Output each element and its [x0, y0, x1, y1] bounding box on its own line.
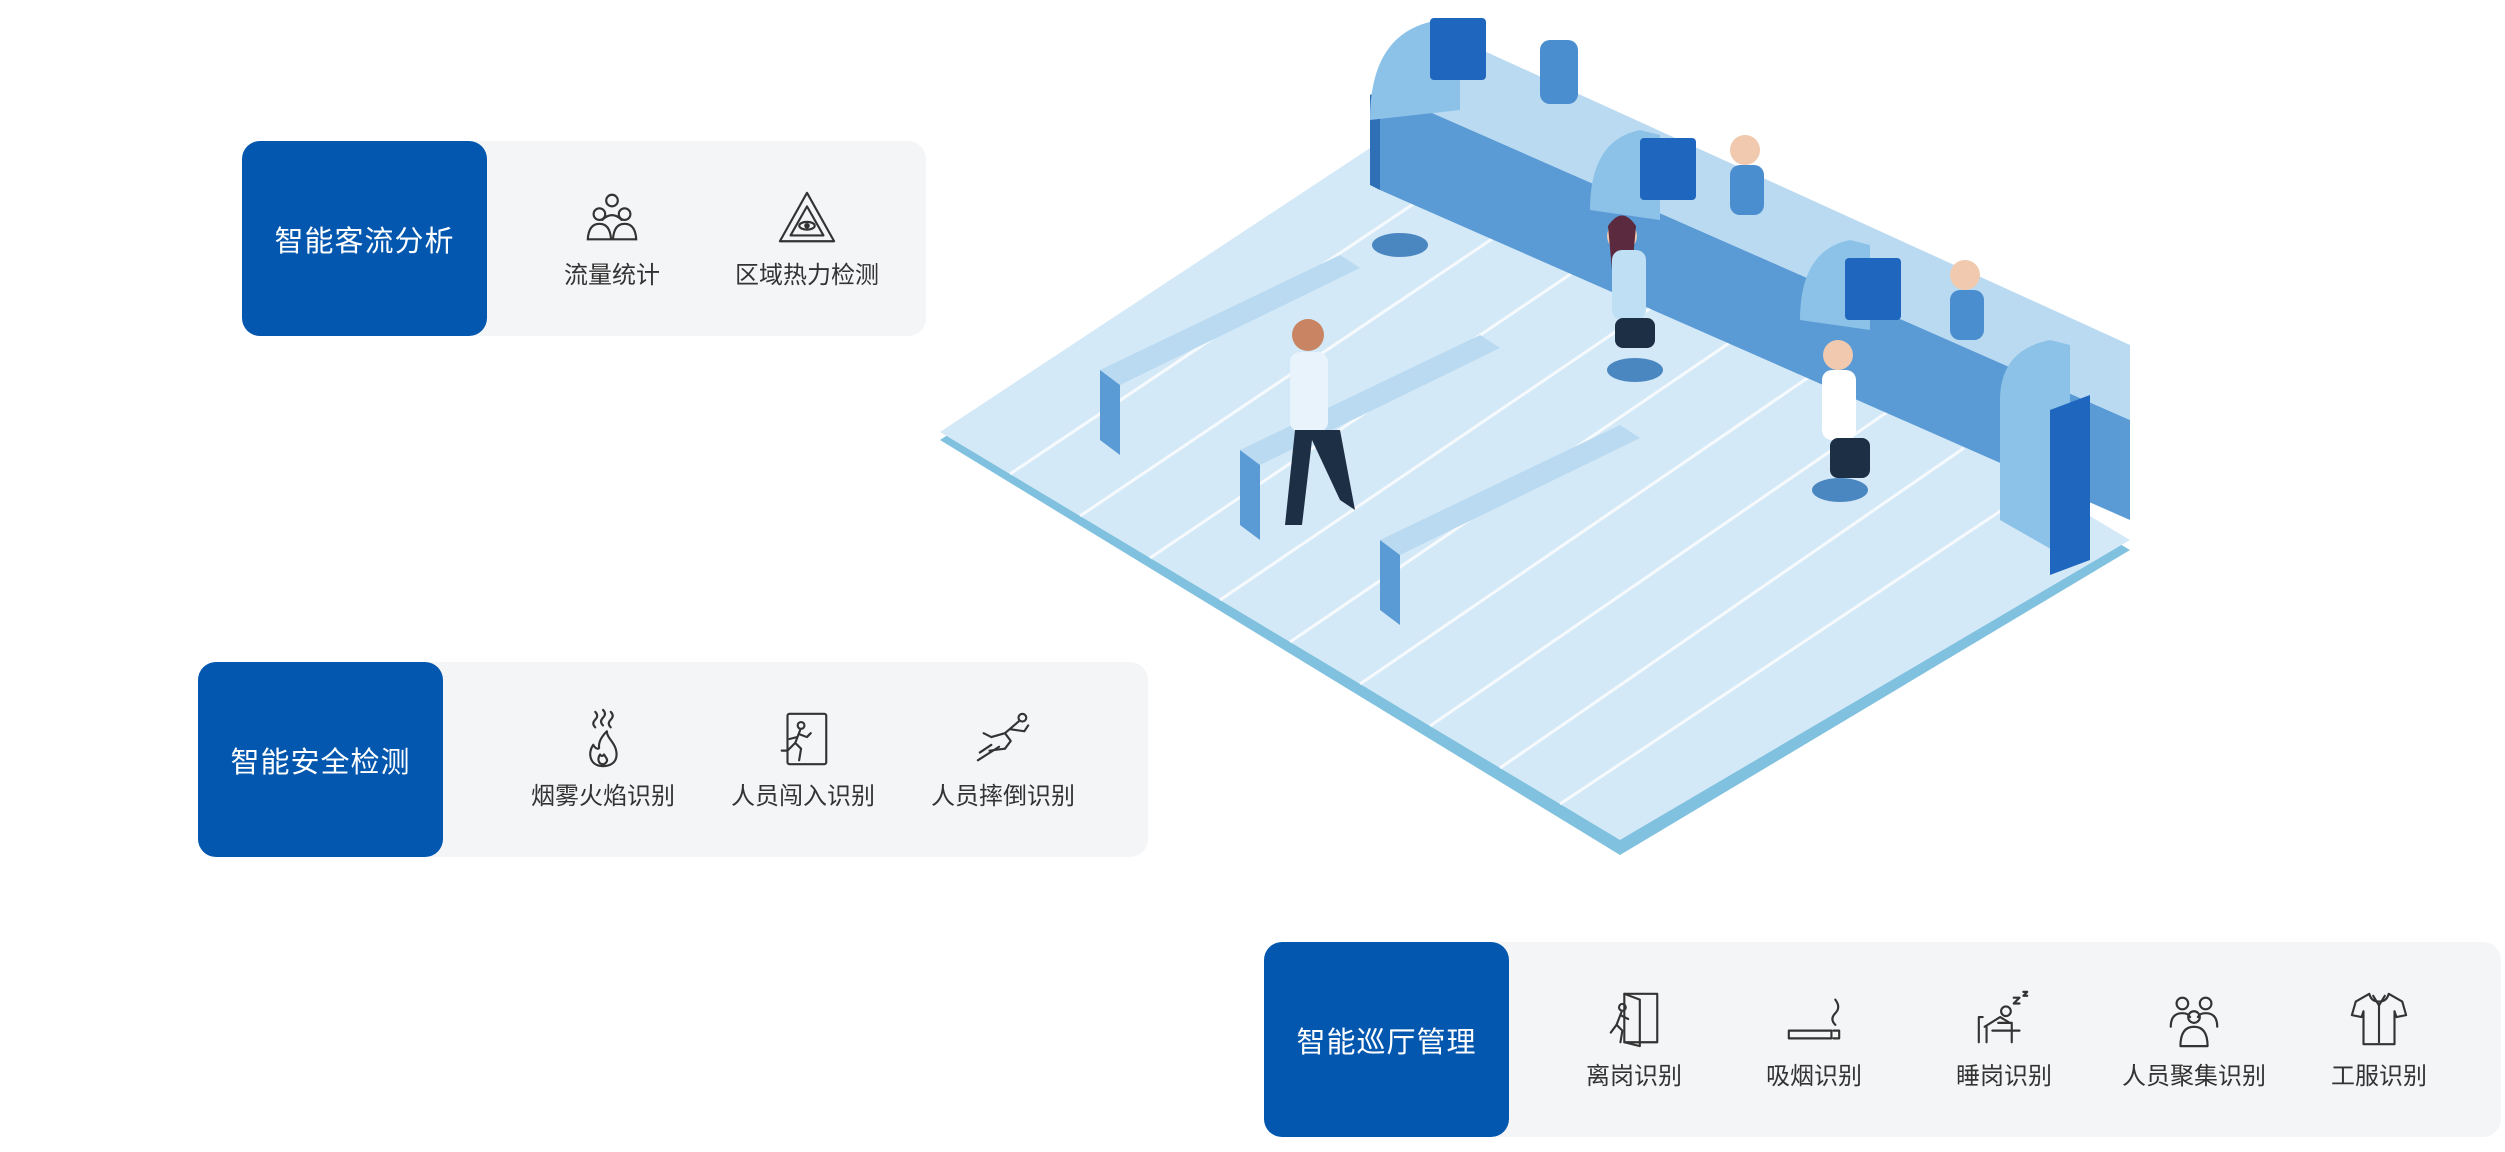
feature-label: 流量统计	[564, 261, 660, 289]
intrusion-icon	[780, 712, 828, 766]
feature-label: 吸烟识别	[1766, 1062, 1862, 1090]
card-safety-detection: 智能安全检测 烟雾火焰识别 人员闯入识别	[198, 662, 1148, 857]
people	[1285, 135, 1984, 525]
feature-fire-smoke[interactable]: 烟雾火焰识别	[523, 662, 683, 857]
service-hall-illustration	[940, 18, 2130, 855]
feature-label: 人员聚集识别	[2122, 1062, 2266, 1090]
heat-zone-icon	[778, 191, 836, 243]
feature-crowd[interactable]: 人员聚集识别	[2109, 942, 2279, 1137]
fall-icon	[976, 712, 1030, 762]
feature-intrusion[interactable]: 人员闯入识别	[723, 662, 883, 857]
feature-list: 流量统计 区域热力检测	[487, 141, 926, 336]
feature-sleeping[interactable]: 睡岗识别	[1929, 942, 2079, 1137]
feature-uniform[interactable]: 工服识别	[2304, 942, 2454, 1137]
card-hall-patrol: 智能巡厅管理 离岗识别 吸烟识别	[1264, 942, 2501, 1137]
uniform-icon	[2350, 992, 2408, 1046]
feature-label: 人员闯入识别	[731, 782, 875, 810]
chairs	[1372, 233, 1868, 502]
feature-fall-detection[interactable]: 人员摔倒识别	[923, 662, 1083, 857]
smoking-icon	[1787, 998, 1841, 1040]
card-title: 智能巡厅管理	[1264, 942, 1509, 1137]
sleeping-icon	[1977, 990, 2029, 1044]
fire-icon	[589, 708, 618, 768]
customer-woman	[1607, 215, 1655, 348]
staff-2	[1950, 260, 1984, 340]
card-title: 智能客流分析	[242, 141, 487, 336]
feature-list: 烟雾火焰识别 人员闯入识别	[443, 662, 1148, 857]
feature-leave-post[interactable]: 离岗识别	[1559, 942, 1709, 1137]
crowd-icon	[2169, 996, 2219, 1048]
card-customer-flow: 智能客流分析 流量统计 区域热力检测	[242, 141, 926, 336]
feature-heat-zone[interactable]: 区域热力检测	[707, 141, 907, 336]
feature-smoking[interactable]: 吸烟识别	[1739, 942, 1889, 1137]
monitors	[1430, 18, 1901, 320]
customer-man	[1822, 340, 1870, 478]
feature-label: 人员摔倒识别	[931, 782, 1075, 810]
feature-list: 离岗识别 吸烟识别 睡岗识别	[1509, 942, 2501, 1137]
card-title: 智能安全检测	[198, 662, 443, 857]
staff-1	[1730, 135, 1764, 215]
feature-label: 睡岗识别	[1956, 1062, 2052, 1090]
feature-traffic-count[interactable]: 流量统计	[547, 141, 677, 336]
feature-label: 区域热力检测	[735, 261, 879, 289]
people-group-icon	[586, 193, 638, 241]
feature-label: 烟雾火焰识别	[531, 782, 675, 810]
seated-customer	[1285, 319, 1355, 525]
feature-label: 工服识别	[2331, 1062, 2427, 1090]
leave-post-icon	[1609, 992, 1659, 1048]
feature-label: 离岗识别	[1586, 1062, 1682, 1090]
